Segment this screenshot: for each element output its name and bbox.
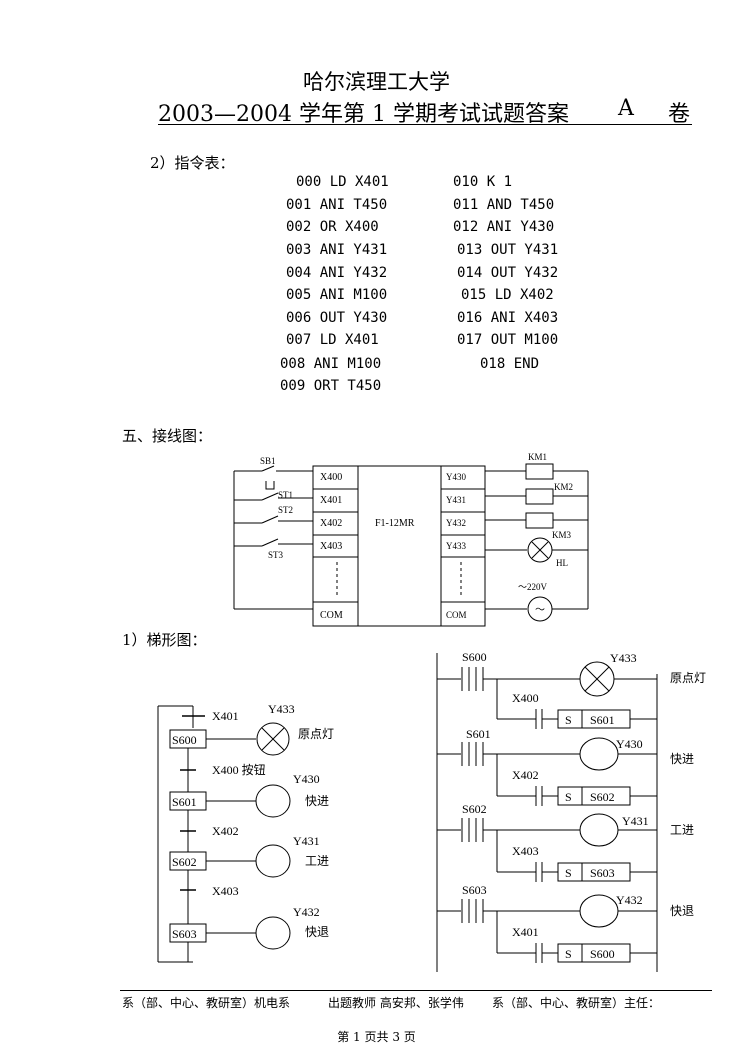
in-label-1: X401 — [320, 495, 342, 506]
in-label-2: X402 — [320, 518, 342, 529]
sfc-out-1: Y430 — [293, 772, 320, 786]
sfc-out-0: Y433 — [268, 702, 295, 716]
rung0-step: S600 — [462, 650, 487, 664]
sfc-lamp-icon — [256, 722, 290, 756]
instr-left-5: 005 ANI M100 — [286, 287, 388, 303]
instr-right-2: 012 ANI Y430 — [453, 219, 555, 235]
sfc-trans-1: X400 按钮 — [212, 762, 266, 777]
sfc-out-2: Y431 — [293, 834, 320, 848]
exam-title: 2003—2004 学年第 1 学期考试试题答案 — [158, 102, 569, 127]
instr-left-2: 002 OR X400 — [286, 219, 379, 235]
instr-right-5: 015 LD X402 — [461, 287, 554, 303]
instr-left-6: 006 OUT Y430 — [286, 310, 388, 326]
sw-label-sb1: SB1 — [260, 456, 276, 466]
sfc-step-0: S600 — [172, 733, 197, 747]
sw-label-st3: ST3 — [268, 550, 284, 560]
sfc-step-1: S601 — [172, 795, 197, 809]
out-label-1: Y431 — [446, 495, 466, 505]
instr-left-9: 009 ORT T450 — [280, 378, 382, 394]
instr-left-3: 003 ANI Y431 — [286, 242, 388, 258]
sfc-trans-0: X401 — [212, 709, 239, 723]
rung2-output: Y431 — [622, 814, 649, 828]
rung0-set: S — [565, 713, 572, 727]
sfc-step-2: S602 — [172, 855, 197, 869]
instr-right-7: 017 OUT M100 — [457, 332, 559, 348]
footer-director: 系（部、中心、教研室）主任： — [492, 996, 661, 1010]
sfc-step-3: S603 — [172, 927, 197, 941]
supply-label: ～220V — [518, 582, 548, 592]
footer-teachers: 出题教师 高安邦、张学伟 — [328, 996, 464, 1010]
instr-left-0: 000 LD X401 — [296, 174, 389, 190]
sfc-trans-2: X402 — [212, 824, 239, 838]
load-label-km2: KM2 — [554, 482, 573, 492]
rung1-set: S — [565, 790, 572, 804]
rung1-desc: 快进 — [670, 752, 694, 766]
rung0-desc: 原点灯 — [670, 671, 706, 685]
load-label-km1: KM1 — [528, 452, 547, 462]
rung3-output: Y432 — [616, 893, 643, 907]
load-label-hl: HL — [556, 558, 568, 568]
footer-divider — [120, 990, 712, 991]
out-label-com: COM — [446, 610, 467, 620]
instr-right-0: 010 K 1 — [453, 174, 513, 190]
instr-right-3: 013 OUT Y431 — [457, 242, 559, 258]
rung1-output: Y430 — [616, 737, 643, 751]
instr-right-8: 018 END — [480, 356, 540, 372]
rung2-cond: X403 — [512, 844, 539, 858]
title-underline — [158, 124, 692, 125]
plc-body — [312, 465, 486, 627]
paper-volume: 卷 — [668, 102, 691, 127]
rung1-step: S601 — [466, 727, 491, 741]
instructions-heading: 2）指令表： — [150, 154, 235, 172]
sfc-desc-1: 快进 — [305, 794, 329, 808]
sfc-trans-3: X403 — [212, 884, 239, 898]
out-label-0: Y430 — [446, 472, 466, 482]
sw-label-st2: ST2 — [278, 505, 293, 515]
sfc-desc-2: 工进 — [305, 854, 329, 868]
rung1-cond: X402 — [512, 768, 539, 782]
rung3-step: S603 — [462, 883, 487, 897]
ladder-heading: 1）梯形图： — [122, 631, 207, 649]
page-number: 第 1 页共 3 页 — [337, 1030, 416, 1044]
instr-left-4: 004 ANI Y432 — [286, 265, 388, 281]
paper-letter: A — [618, 96, 634, 121]
wiring-heading: 五、接线图： — [122, 427, 213, 445]
rung3-set: S — [565, 947, 572, 961]
instr-left-1: 001 ANI T450 — [286, 197, 388, 213]
footer-dept: 系（部、中心、教研室）机电系 — [122, 996, 291, 1010]
out-label-2: Y432 — [446, 518, 466, 528]
in-label-com: COM — [320, 610, 343, 621]
instr-right-6: 016 ANI X403 — [457, 310, 559, 326]
rung0-next: S601 — [590, 713, 615, 727]
sfc-out-3: Y432 — [293, 905, 320, 919]
instr-left-7: 007 LD X401 — [286, 332, 379, 348]
rung2-next: S603 — [590, 866, 615, 880]
instr-right-4: 014 OUT Y432 — [457, 265, 559, 281]
sfc-desc-3: 快退 — [305, 925, 329, 939]
in-label-3: X403 — [320, 541, 342, 552]
rung0-cond: X400 — [512, 691, 539, 705]
rung2-step: S602 — [462, 802, 487, 816]
load-label-km3: KM3 — [552, 530, 572, 540]
rung1-next: S602 — [590, 790, 615, 804]
ac-symbol: ～ — [535, 605, 545, 616]
sw-label-st1: ST1 — [278, 490, 293, 500]
sfc-desc-0: 原点灯 — [298, 727, 334, 741]
instr-right-1: 011 AND T450 — [453, 197, 555, 213]
instr-left-8: 008 ANI M100 — [280, 356, 382, 372]
plc-model: F1-12MR — [375, 518, 415, 529]
rung3-cond: X401 — [512, 925, 539, 939]
rung3-desc: 快退 — [670, 904, 694, 918]
rung2-set: S — [565, 866, 572, 880]
rung0-output: Y433 — [610, 651, 637, 665]
out-label-3: Y433 — [446, 541, 466, 551]
in-label-0: X400 — [320, 472, 342, 483]
university-name: 哈尔滨理工大学 — [303, 70, 450, 94]
rung2-desc: 工进 — [670, 823, 694, 837]
rung3-next: S600 — [590, 947, 615, 961]
